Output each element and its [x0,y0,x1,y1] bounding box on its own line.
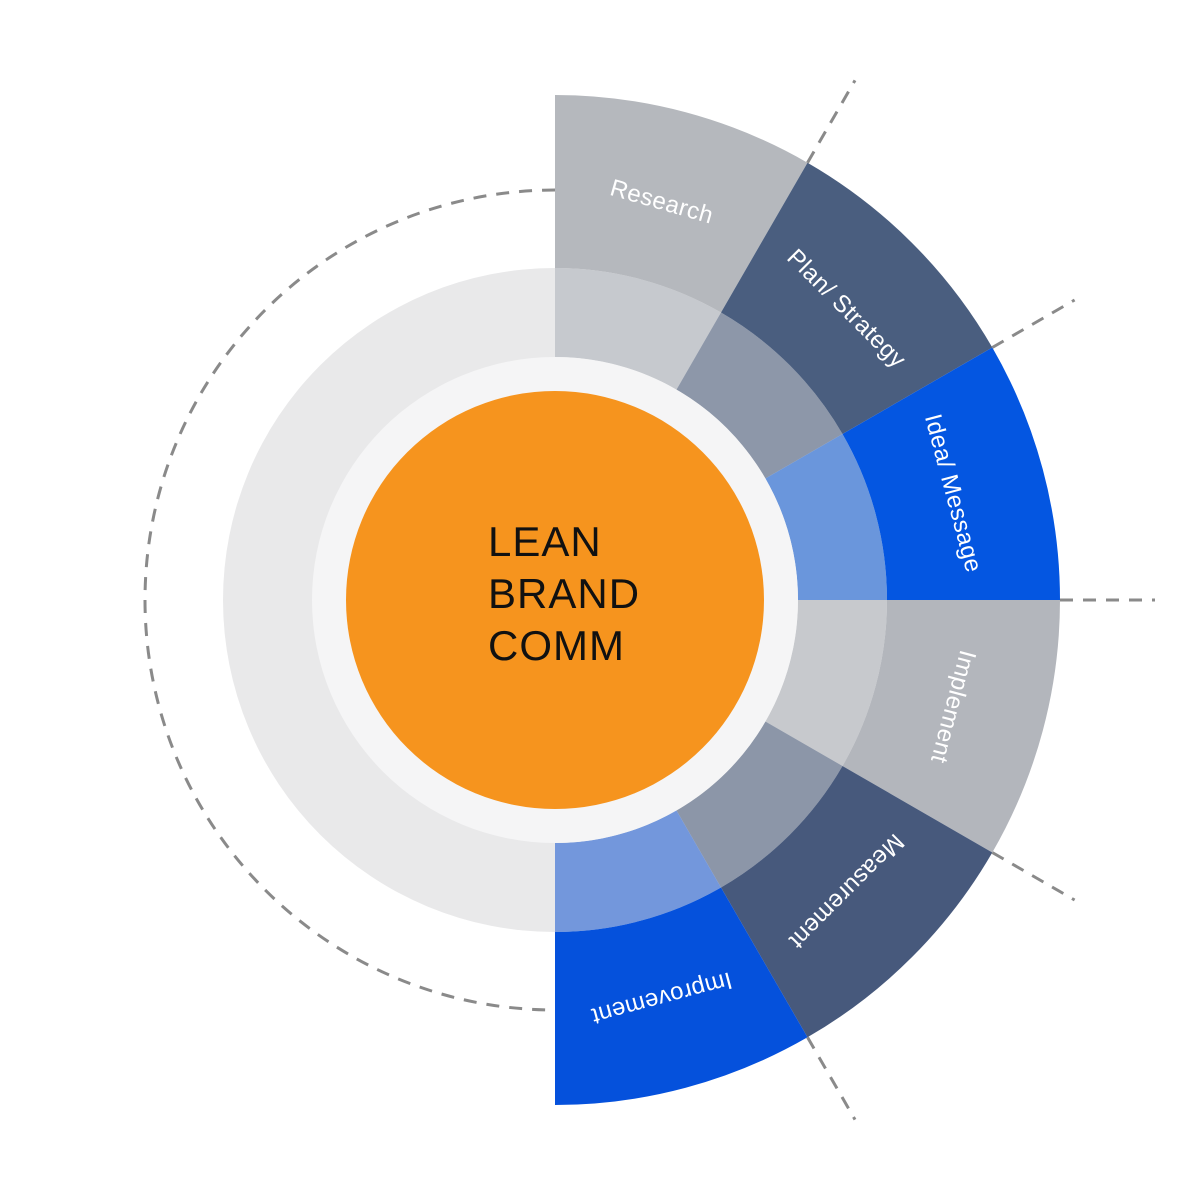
center-title-line-3: COMM [488,622,625,669]
measurement-sector [721,766,993,1038]
divider-dash-60deg [806,79,857,164]
research-inner-band [555,268,721,390]
dashed-dividers [806,79,1155,1121]
plan-strategy-inner-band [676,312,843,479]
divider-dash-30deg [991,298,1076,349]
research-sector [555,95,808,313]
measurement-inner-band [676,721,843,888]
plan-strategy-sector [721,162,993,434]
improvement-sector [555,887,808,1105]
idea-message-sector [842,347,1060,600]
dashed-guide-arc [143,188,556,1012]
center-circle [346,391,764,809]
center-title-line-1: LEAN [488,518,602,565]
divider-dash-minus30deg [991,851,1076,902]
center-title: LEAN BRAND COMM [488,518,640,669]
inner-tint-bands [555,268,887,932]
center-title-line-2: BRAND [488,570,640,617]
improvement-inner-band [555,810,721,932]
implement-inner-band [765,600,887,766]
divider-dash-minus60deg [806,1036,857,1121]
idea-message-inner-band [765,434,887,600]
outer-sector-bands [555,95,1060,1105]
implement-sector [842,600,1060,853]
